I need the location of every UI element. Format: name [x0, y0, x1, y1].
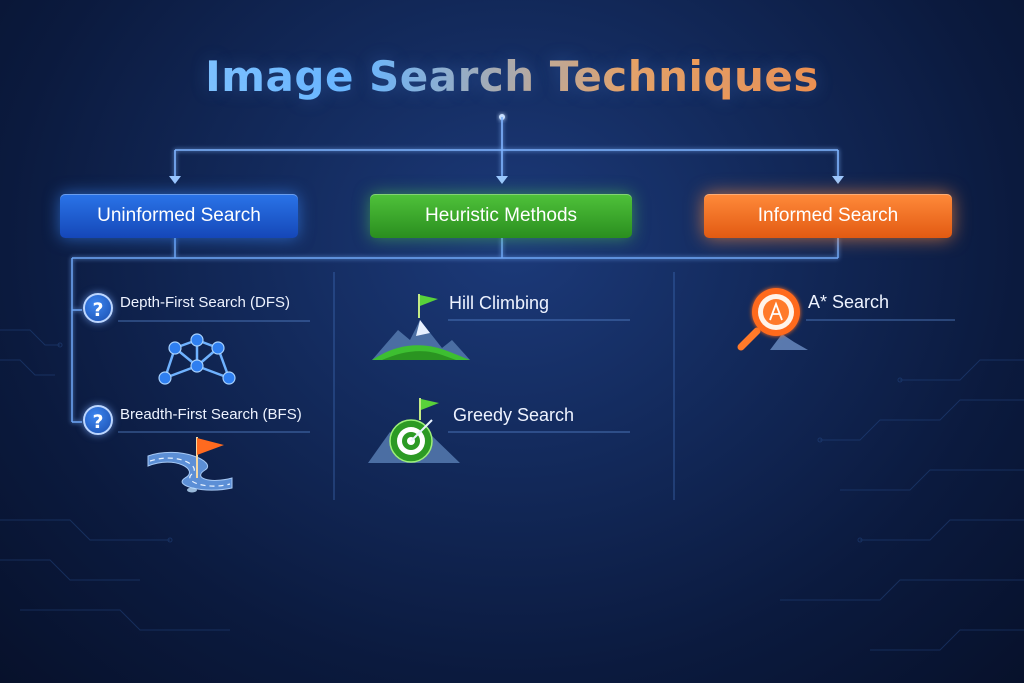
item-depth-first-search: Depth-First Search (DFS): [120, 294, 291, 311]
page-title: Image Search Techniques: [0, 52, 1024, 101]
category-heuristic-methods: Heuristic Methods: [370, 194, 632, 238]
item-breadth-first-search: Breadth-First Search (BFS): [120, 406, 302, 423]
road-flag-icon: [147, 437, 233, 493]
item-greedy-search: Greedy Search: [453, 405, 575, 425]
magnifier-a-icon: [737, 288, 808, 351]
item-a-star-search: A* Search: [808, 292, 890, 312]
category-informed-search: Informed Search: [704, 194, 952, 238]
mountain-flag-icon: [372, 272, 470, 360]
circuit-traces: [0, 329, 1024, 651]
item-hill-climbing: Hill Climbing: [449, 293, 550, 313]
graph-nodes-icon: [158, 333, 236, 385]
question-badge-icon: ?: [83, 293, 113, 323]
target-flag-icon: [368, 380, 460, 463]
question-badge-icon: ?: [83, 405, 113, 435]
category-uninformed-search: Uninformed Search: [60, 194, 298, 238]
